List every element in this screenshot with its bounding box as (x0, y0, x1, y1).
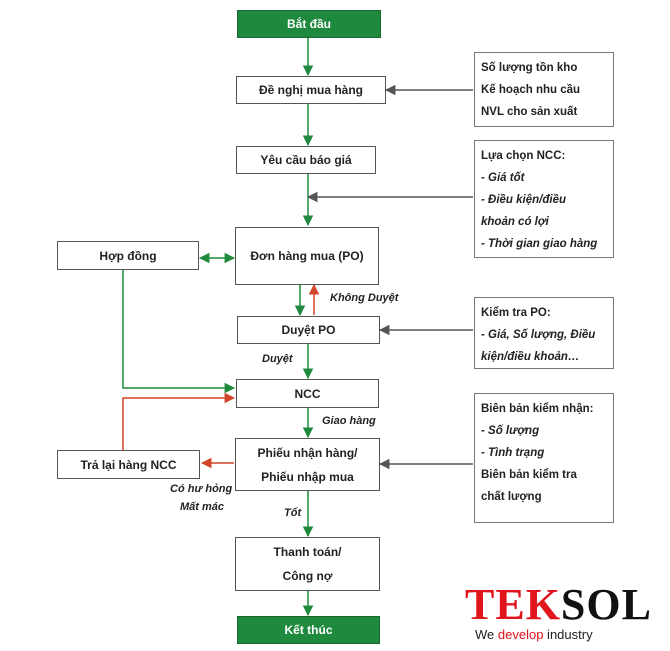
note-supplier-item: khoản có lợi (481, 216, 549, 228)
logo-tagline-post: industry (543, 627, 593, 642)
label-delivery: Giao hàng (322, 415, 376, 427)
receipt-label-line1: Phiếu nhận hàng/ (257, 445, 358, 460)
note-supplier-item: - Điều kiện/điều (481, 194, 566, 206)
logo-brand-black: SOL (560, 580, 652, 629)
note-check-po-item: - Giá, Số lượng, Điều (481, 329, 596, 341)
quote-request-node: Yêu cầu báo giá (236, 146, 376, 174)
label-approved: Duyệt (262, 353, 293, 365)
edge-return-ncc (122, 392, 236, 450)
note-check-po-item: kiện/điều khoản… (481, 351, 580, 363)
end-label: Kết thúc (284, 623, 333, 637)
note-inspection-extra: Biên bản kiểm tra (481, 469, 577, 481)
start-node: Bắt đầu (237, 10, 381, 38)
label-good: Tốt (284, 507, 302, 519)
label-not-approved: Không Duyệt (330, 292, 399, 304)
note-supplier-item: - Giá tốt (481, 172, 525, 184)
contract-label: Hợp đồng (99, 248, 157, 263)
approve-po-label: Duyệt PO (281, 323, 336, 337)
note-inspection-item: - Số lượng (481, 425, 540, 437)
teksol-logo: TEKSOL We develop industry (465, 583, 652, 643)
purchase-request-label: Đề nghị mua hàng (258, 83, 363, 97)
purchase-order-label: Đơn hàng mua (PO) (250, 249, 364, 263)
note-supplier-title: Lựa chọn NCC: (481, 150, 566, 162)
label-defect-2: Mất mác (180, 501, 225, 513)
supplier-label: NCC (294, 386, 321, 401)
note-stock-line: Số lượng tồn kho (481, 62, 578, 74)
label-defect-1: Có hư hỏng (170, 483, 233, 495)
purchase-request-node: Đề nghị mua hàng (236, 76, 386, 104)
note-inspection-item: - Tình trạng (481, 447, 545, 459)
edge-contract-ncc (122, 270, 236, 394)
note-stock-line: Kế hoạch nhu cầu (481, 84, 581, 96)
note-supplier-selection: Lựa chọn NCC: - Giá tốt - Điều kiện/điều… (474, 140, 614, 258)
payment-label-line2: Công nợ (282, 569, 333, 583)
note-inspection-title: Biên bản kiểm nhận: (481, 403, 594, 415)
receipt-label-line2: Phiếu nhập mua (261, 469, 354, 484)
return-label: Trả lại hàng NCC (80, 457, 177, 472)
start-label: Bắt đầu (286, 17, 331, 31)
return-node: Trả lại hàng NCC (57, 450, 200, 479)
logo-brand-red: TEK (465, 580, 561, 629)
logo-tagline-red: develop (497, 627, 544, 642)
note-check-po-title: Kiểm tra PO: (481, 307, 551, 319)
payment-label-line1: Thanh toán/ (273, 545, 342, 559)
note-inspection: Biên bản kiểm nhận: - Số lượng - Tình tr… (474, 393, 614, 523)
purchase-order-node: Đơn hàng mua (PO) (235, 227, 379, 285)
supplier-node: NCC (236, 379, 379, 408)
contract-node: Hợp đồng (57, 241, 199, 270)
logo-tagline: We develop industry (475, 627, 652, 642)
quote-request-label: Yêu cầu báo giá (260, 153, 352, 167)
note-stock-line: NVL cho sản xuất (481, 106, 578, 118)
receipt-node: Phiếu nhận hàng/ Phiếu nhập mua (235, 438, 380, 491)
payment-node: Thanh toán/ Công nợ (235, 537, 380, 591)
note-stock: Số lượng tồn kho Kế hoạch nhu cầu NVL ch… (474, 52, 614, 127)
note-supplier-item: - Thời gian giao hàng (481, 238, 598, 250)
note-check-po: Kiểm tra PO: - Giá, Số lượng, Điều kiện/… (474, 297, 614, 369)
note-inspection-extra: chất lượng (481, 491, 542, 503)
approve-po-node: Duyệt PO (237, 316, 380, 344)
logo-wordmark: TEKSOL (465, 583, 652, 627)
end-node: Kết thúc (237, 616, 380, 644)
logo-tagline-pre: We (475, 627, 498, 642)
